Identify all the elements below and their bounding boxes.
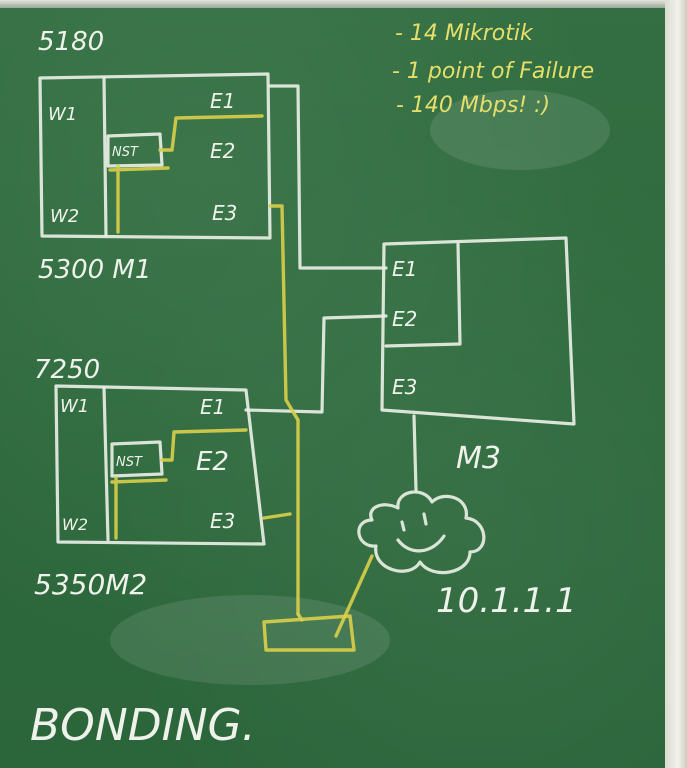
link-m1-e1-to-m3-e1 bbox=[268, 84, 388, 270]
router-3-box bbox=[380, 236, 576, 426]
bonding-device-box bbox=[262, 614, 356, 652]
note-line-3: - 140 Mbps! :) bbox=[396, 93, 550, 118]
router-1-switch-label: NST bbox=[112, 145, 139, 160]
router-2-port-w2: W2 bbox=[62, 515, 88, 534]
router-2-box bbox=[54, 384, 266, 546]
router-2-switch-label: NST bbox=[116, 455, 143, 470]
board-frame-top bbox=[0, 0, 687, 8]
cloud bbox=[357, 490, 486, 575]
cloud-outline bbox=[357, 490, 486, 575]
router-1-switch-box bbox=[106, 132, 164, 168]
link-m2-e3-yellow bbox=[262, 512, 292, 520]
router-2-label: 5350M2 bbox=[34, 568, 147, 601]
router-2-number: 7250 bbox=[34, 355, 100, 385]
router-1-box bbox=[38, 72, 272, 240]
router-3-port-group bbox=[384, 242, 462, 348]
router-1-port-e3: E3 bbox=[212, 201, 237, 225]
router-2: W1 W2 E1 E2 E3 NST 5350M2 bbox=[34, 384, 266, 601]
router-3-label: M3 bbox=[456, 441, 501, 476]
bottom-title: BONDING. bbox=[30, 700, 256, 751]
router-1-port-e1: E1 bbox=[210, 89, 235, 113]
link-m2-e1-to-m3-e2 bbox=[244, 314, 388, 414]
router-3: E1 E2 E3 M3 bbox=[380, 236, 576, 476]
router-1-divider bbox=[102, 76, 108, 238]
router-1-port-e2: E2 bbox=[210, 139, 235, 163]
router-1-port-w2: W2 bbox=[50, 206, 79, 227]
router-2-port-e1: E1 bbox=[200, 395, 225, 419]
board-frame-right bbox=[665, 0, 687, 768]
smiley-face-icon bbox=[396, 512, 446, 553]
router-2-switch-box bbox=[110, 440, 164, 478]
router-1-port-w1: W1 bbox=[48, 104, 77, 125]
note-line-1: - 14 Mikrotik bbox=[395, 21, 534, 46]
note-line-2: - 1 point of Failure bbox=[392, 59, 594, 84]
router-3-port-e1: E1 bbox=[392, 257, 417, 281]
eraser-smudge bbox=[430, 90, 610, 170]
router-2-port-w1: W1 bbox=[60, 396, 89, 417]
router-1-label: 5300 M1 bbox=[38, 255, 151, 285]
bonding-device-stub bbox=[296, 612, 304, 622]
router-2-port-e2: E2 bbox=[196, 447, 229, 477]
cloud-ip-label: 10.1.1.1 bbox=[436, 581, 577, 621]
top-left-number: 5180 bbox=[38, 27, 104, 57]
link-m3-to-cloud bbox=[412, 414, 418, 492]
router-1: W1 W2 E1 E2 E3 NST 5300 M1 bbox=[38, 72, 272, 285]
link-bonding-to-cloud bbox=[334, 554, 374, 638]
router-3-port-e2: E2 bbox=[392, 307, 417, 331]
router-1-switch-wiring bbox=[108, 114, 264, 234]
router-2-switch-wiring bbox=[110, 428, 248, 540]
router-2-divider bbox=[102, 386, 110, 542]
router-3-port-e3: E3 bbox=[392, 375, 417, 399]
link-m1-e3-yellow bbox=[268, 204, 300, 616]
router-2-port-e3: E3 bbox=[210, 509, 235, 533]
